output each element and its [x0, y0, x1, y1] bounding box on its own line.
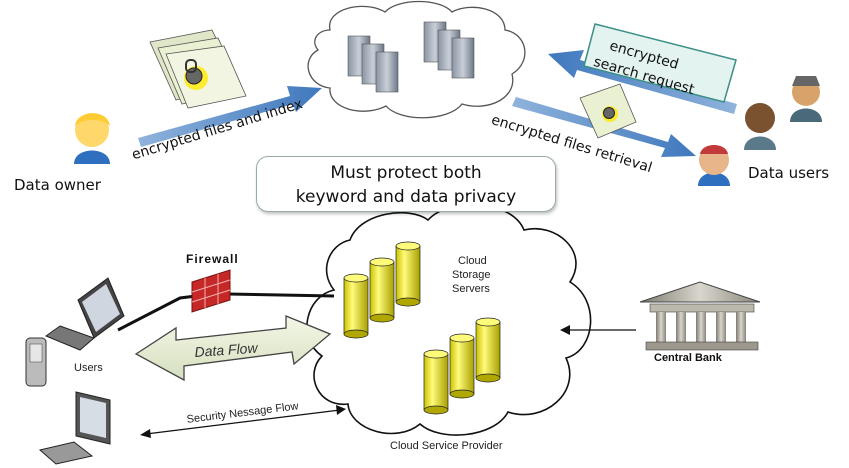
- storage-cylinders-top: [343, 241, 421, 339]
- bank-icon: [639, 281, 761, 351]
- privacy-note-line2: keyword and data privacy: [295, 187, 517, 207]
- data-users-icon: [698, 76, 822, 186]
- data-flow-arrow: [134, 315, 332, 382]
- storage-cylinders-bottom: [423, 317, 501, 415]
- firewall-label: Firewall: [186, 252, 239, 266]
- server-rack-icon: [347, 21, 475, 93]
- provider-label: Cloud Service Provider: [390, 440, 503, 452]
- top-cloud: [307, 0, 526, 119]
- upload-arrow: [138, 86, 322, 147]
- network-cables: [117, 292, 335, 332]
- data-users-label: Data users: [748, 164, 830, 182]
- data-owner-icon: [74, 113, 110, 164]
- phone-icon: [25, 337, 47, 387]
- privacy-note-line1: Must protect both: [330, 163, 482, 183]
- security-flow-arrow: [140, 405, 346, 438]
- bank-arrow: [560, 325, 636, 335]
- firewall-icon: [191, 269, 231, 313]
- desktop-icon: [38, 391, 111, 465]
- central-bank-label: Central Bank: [654, 352, 722, 364]
- laptop-icon: [44, 277, 125, 351]
- cloud-storage-line1: Cloud: [458, 255, 487, 267]
- cloud-storage-label: Cloud Storage Servers: [452, 254, 491, 296]
- data-owner-label: Data owner: [14, 176, 101, 194]
- cloud-storage-line3: Servers: [452, 283, 490, 295]
- retrieved-file-icon: [579, 83, 637, 139]
- cloud-storage-line2: Storage: [452, 269, 491, 281]
- encrypted-files-icon: [149, 29, 247, 109]
- search-request-box: [583, 23, 737, 103]
- privacy-note-box: Must protect both keyword and data priva…: [256, 156, 556, 212]
- users-label: Users: [74, 362, 103, 374]
